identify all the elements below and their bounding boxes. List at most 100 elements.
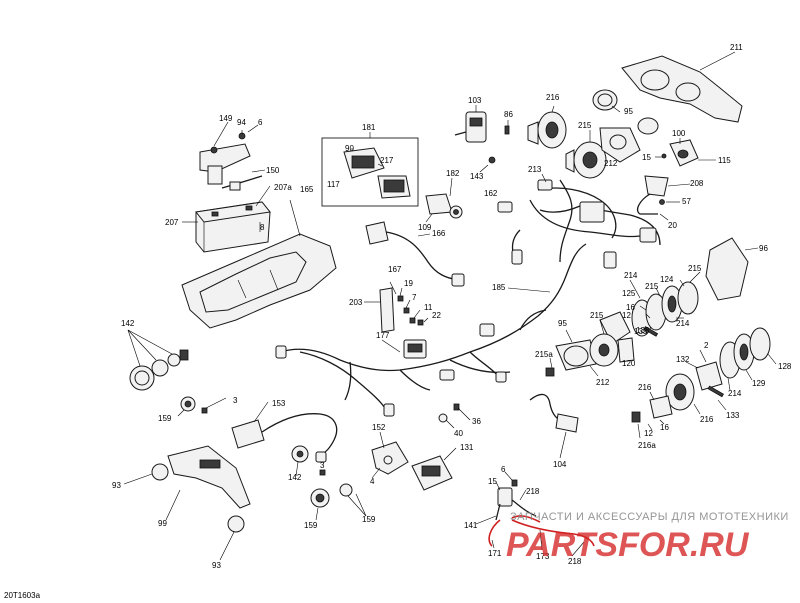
lamp-159-lower: [310, 483, 367, 521]
callout-159: 159: [158, 414, 172, 423]
license-plate-bracket-99: [123, 445, 251, 561]
watermark-logo: PARTSFOR.RU: [506, 526, 750, 564]
callout-214: 214: [624, 271, 638, 280]
callout-7: 7: [412, 293, 417, 302]
lamp-142-left: [127, 329, 189, 391]
wiring-harness-front-213: [511, 173, 661, 269]
module-131: [411, 447, 457, 491]
bracket-group-167: [364, 281, 429, 333]
callout-181: 181: [362, 123, 376, 132]
callout-215c: 215: [590, 311, 604, 320]
callout-218: 218: [526, 487, 540, 496]
callout-212: 212: [604, 159, 618, 168]
callout-215b: 215: [645, 282, 659, 291]
module-103: [454, 105, 496, 173]
callout-15: 15: [642, 153, 651, 162]
callout-159c: 159: [362, 515, 376, 524]
callout-142b: 142: [288, 473, 302, 482]
callout-167: 167: [388, 265, 402, 274]
callout-142: 142: [121, 319, 135, 328]
callout-labels: 211 103 216 86 95 215 212 100 15 115 213…: [112, 43, 792, 570]
headlamp-ring-95: [592, 89, 621, 113]
callout-185: 185: [492, 283, 506, 292]
callout-90: 90: [345, 144, 354, 153]
callout-15b: 15: [488, 477, 497, 486]
kit-box-181: [321, 132, 419, 207]
connector-100: [655, 138, 716, 167]
callout-57: 57: [682, 197, 691, 206]
callout-216c: 216: [700, 415, 714, 424]
callout-212b: 212: [596, 378, 610, 387]
watermark-tagline: ЗАПЧАСТИ И АКСЕССУАРЫ ДЛЯ МОТОТЕХНИКИ: [510, 511, 789, 523]
panel-96: [705, 237, 759, 301]
callout-6: 6: [258, 118, 263, 127]
callout-217: 217: [380, 156, 394, 165]
clip-36: [438, 403, 471, 429]
callout-19: 19: [404, 279, 413, 288]
callout-133: 133: [634, 327, 648, 336]
callout-215a: 215a: [535, 350, 553, 359]
callout-94: 94: [237, 118, 246, 127]
headlamp-upper-216: [527, 105, 567, 149]
callout-182: 182: [446, 169, 460, 178]
callout-125: 125: [622, 289, 636, 298]
callout-12b: 12: [644, 429, 653, 438]
callout-96: 96: [759, 244, 768, 253]
callout-129: 129: [752, 379, 766, 388]
callout-40: 40: [454, 429, 463, 438]
callout-213: 213: [528, 165, 542, 174]
callout-124: 124: [660, 275, 674, 284]
headlamp-upper-215: [565, 130, 607, 179]
headlamp-right-lower-cluster: [685, 327, 777, 391]
figure-reference: 20T1603a: [4, 591, 41, 600]
callout-16: 16: [626, 303, 635, 312]
callout-2: 2: [704, 341, 709, 350]
callout-93: 93: [112, 481, 121, 490]
callout-216: 216: [546, 93, 560, 102]
callout-133c: 133: [726, 411, 740, 420]
switch-182: [425, 177, 463, 223]
callout-104: 104: [553, 460, 567, 469]
callout-109: 109: [418, 223, 432, 232]
callout-215: 215: [578, 121, 592, 130]
lamp-159-left: [177, 396, 227, 417]
callout-153: 153: [272, 399, 286, 408]
callout-22: 22: [432, 311, 441, 320]
battery-bracket-149: [199, 121, 259, 185]
callout-20: 20: [668, 221, 677, 230]
callout-12: 12: [622, 311, 631, 320]
red-wire-harness-173: [475, 471, 595, 557]
headlamp-right-cluster: [599, 271, 701, 357]
callout-99: 99: [158, 519, 167, 528]
callout-214c: 214: [728, 389, 742, 398]
callout-216b: 216: [638, 383, 652, 392]
battery-tray-165: [181, 199, 337, 329]
cable-166: [365, 221, 465, 287]
sensor-104: [529, 393, 579, 459]
callout-177: 177: [376, 331, 390, 340]
callout-4: 4: [370, 477, 375, 486]
bracket-152: [371, 431, 409, 479]
callout-120: 120: [622, 359, 636, 368]
callout-207a: 207a: [274, 183, 292, 192]
callout-211: 211: [730, 43, 743, 52]
headlamp-middle-95: [545, 319, 635, 377]
callout-100: 100: [672, 129, 686, 138]
callout-214b: 214: [676, 319, 690, 328]
callout-216a: 216a: [638, 441, 656, 450]
callout-218b: 218: [568, 557, 582, 566]
wiring-harness-main-185: [275, 243, 587, 417]
battery-207: [182, 185, 271, 253]
module-153: [231, 401, 338, 463]
callout-93b: 93: [212, 561, 221, 570]
callout-11: 11: [424, 303, 433, 312]
callout-131: 131: [460, 443, 474, 452]
callout-173: 173: [536, 552, 550, 561]
callout-152: 152: [372, 423, 386, 432]
callout-117: 117: [327, 180, 340, 189]
headlamp-lower-216: [631, 373, 727, 439]
connector-208: [636, 175, 691, 221]
callout-95b: 95: [558, 319, 567, 328]
callout-8: 8: [260, 223, 265, 232]
